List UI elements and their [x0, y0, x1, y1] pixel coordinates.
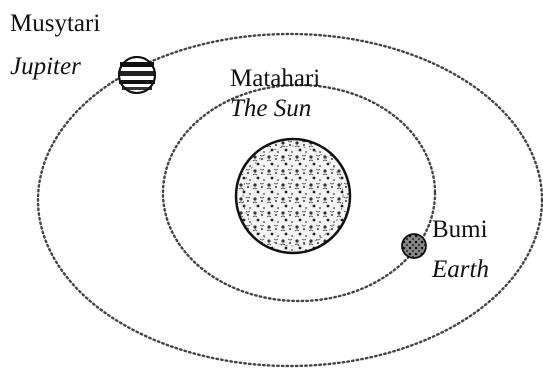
jupiter-label-english: Jupiter: [10, 52, 100, 82]
jupiter-label: Musytari Jupiter: [10, 9, 100, 82]
sun-label-malay: Matahari: [230, 64, 320, 94]
earth-icon: [402, 234, 426, 258]
sun-label: Matahari The Sun: [230, 64, 320, 124]
sun-icon: [236, 139, 350, 253]
sun-label-english: The Sun: [230, 94, 320, 124]
earth-label: Bumi Earth: [432, 215, 489, 285]
jupiter-label-malay: Musytari: [10, 9, 100, 39]
earth-label-english: Earth: [432, 255, 489, 285]
earth-label-malay: Bumi: [432, 215, 489, 245]
jupiter-icon: [119, 57, 155, 93]
